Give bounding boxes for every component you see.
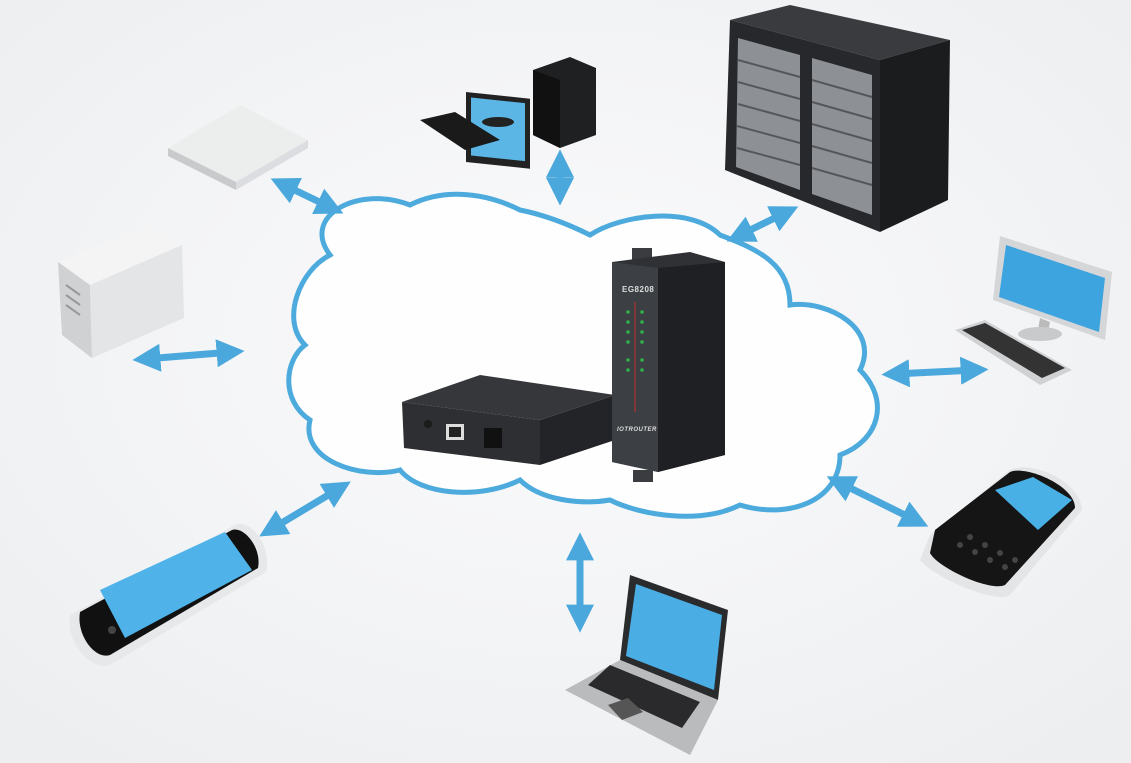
wall-router: [58, 225, 184, 358]
gateway-desktop-unit: [402, 375, 615, 465]
arrow-phone-qwerty: [826, 476, 929, 527]
desktop-pc: [420, 57, 596, 169]
connection-arrows: [132, 149, 989, 633]
arrow-monitor: [881, 356, 989, 388]
gateway-brand-logo: IOTROUTER: [617, 427, 657, 433]
smartphone-qwerty: [920, 467, 1082, 597]
arrow-settopbox: [270, 178, 344, 214]
set-top-box: [168, 105, 308, 190]
laptop: [565, 575, 728, 755]
arrow-wallrouter: [132, 339, 245, 372]
gateway-model-label: EG8208: [622, 285, 655, 294]
arrow-touchphone: [259, 481, 351, 537]
arrow-server: [726, 206, 799, 242]
server-rack: [725, 5, 950, 232]
monitor-keyboard: [955, 236, 1112, 385]
touch-smartphone: [69, 523, 268, 666]
gateway-din-unit: [612, 248, 725, 482]
